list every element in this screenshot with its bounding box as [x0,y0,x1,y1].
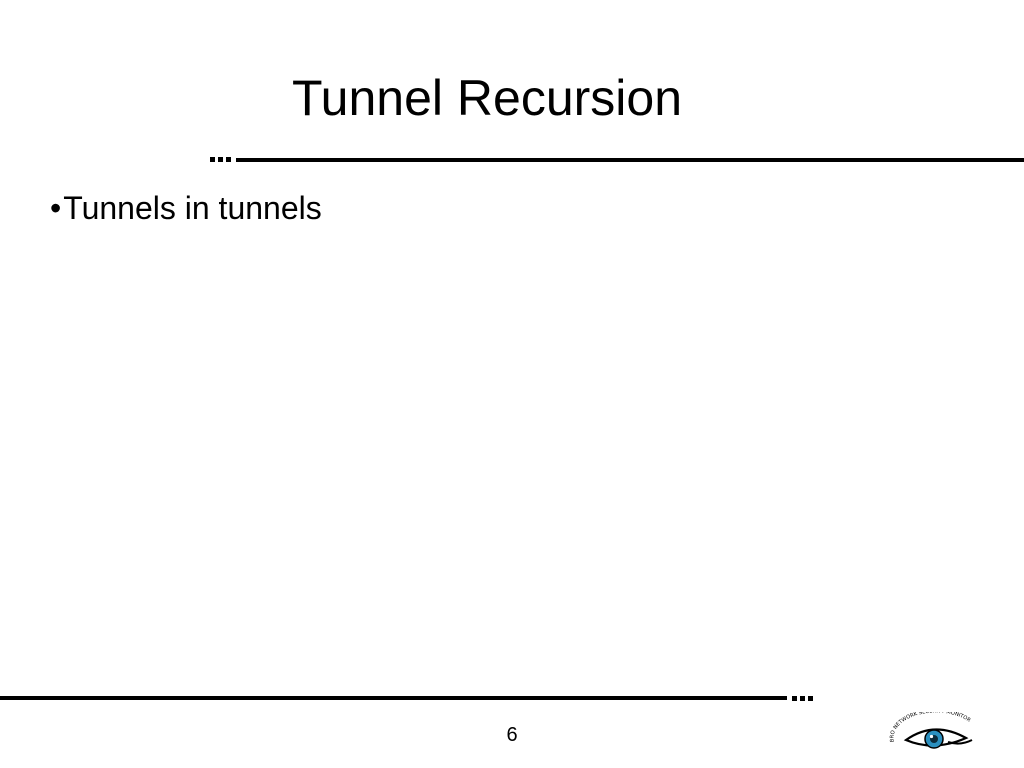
eye-logo-icon: BRO NETWORK SECURITY MONITOR [889,712,973,749]
dot [218,157,223,162]
bullet-list: • Tunnels in tunnels [50,186,322,230]
dot [226,157,231,162]
dot [210,157,215,162]
bullet-glyph: • [50,190,62,226]
dot [800,696,805,701]
bullet-text: Tunnels in tunnels [63,190,322,226]
bottom-rule [0,696,787,700]
bottom-rule-dots [792,696,813,701]
top-rule-dots [210,157,231,162]
dot [792,696,797,701]
page-number: 6 [506,724,518,746]
top-rule [236,158,1024,162]
bullet-item: • Tunnels in tunnels [50,186,322,230]
dot [808,696,813,701]
slide-title: Tunnel Recursion [292,70,683,126]
